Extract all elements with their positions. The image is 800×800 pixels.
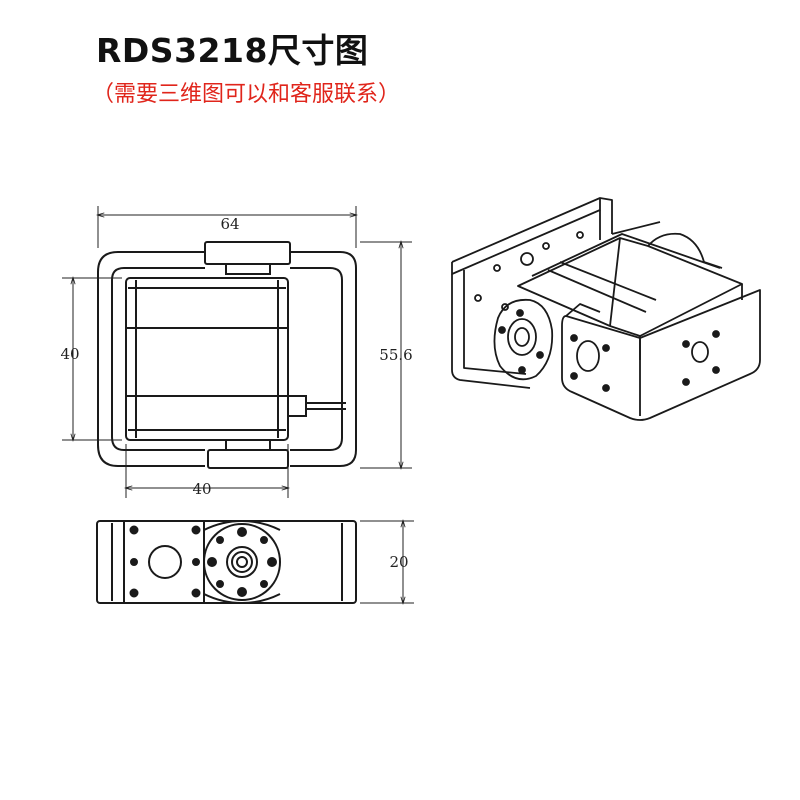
dim-label-left-height: 40 <box>60 345 79 363</box>
dim-label-side-height: 20 <box>389 553 408 571</box>
dim-side-height <box>360 521 414 603</box>
side-view <box>96 519 357 605</box>
front-view <box>97 241 357 469</box>
dim-bottom-width <box>126 444 288 498</box>
dim-label-right-height: 55.6 <box>379 346 412 364</box>
isometric-view <box>451 197 761 421</box>
page-subtitle: （需要三维图可以和客服联系） <box>92 82 401 107</box>
dim-label-top-width: 64 <box>220 215 239 233</box>
dim-right-height <box>360 242 412 468</box>
dim-label-bottom-width: 40 <box>192 480 211 498</box>
page-title: RDS3218尺寸图 <box>96 31 369 70</box>
dim-top-width <box>98 206 356 248</box>
dim-left-height <box>62 278 122 440</box>
